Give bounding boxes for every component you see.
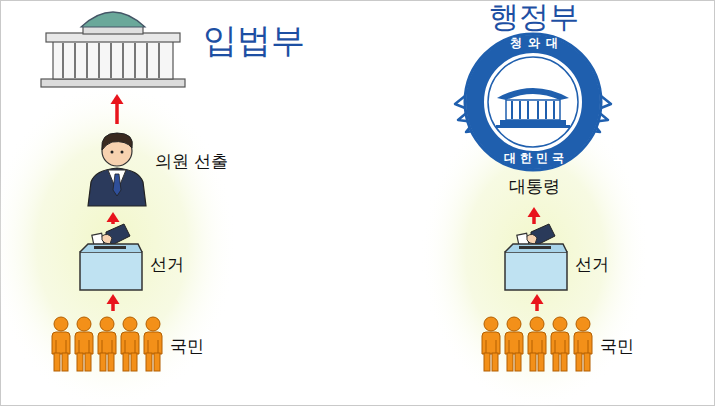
arrow-line xyxy=(535,302,539,311)
branch-title: 입법부 xyxy=(203,21,305,60)
arrow-head xyxy=(111,94,124,104)
arrow-head xyxy=(107,294,120,304)
arrow-line xyxy=(111,220,115,224)
node-label: 의원 선출 xyxy=(155,152,228,172)
node-label: 선거 xyxy=(150,255,184,275)
citizens-node: 국민 xyxy=(478,315,653,373)
node-label: 국민 xyxy=(170,337,204,357)
arrow-head xyxy=(531,294,544,304)
arrow-line xyxy=(532,215,536,224)
seal-text: 청와대 xyxy=(510,37,564,51)
node-label: 국민 xyxy=(600,337,634,357)
arrow-head xyxy=(528,207,541,217)
node-label: 대통령 xyxy=(509,177,560,197)
node-label: 선거 xyxy=(575,255,609,275)
executive-node: 행정부청와대대한민국대통령 xyxy=(450,0,616,203)
arrow-line xyxy=(115,102,119,124)
arrow-line xyxy=(111,302,115,311)
representative-node: 의원 선출 xyxy=(80,128,232,208)
citizens-node: 국민 xyxy=(48,315,218,373)
seal-text: 대한민국 xyxy=(504,152,568,166)
election-node: 선거 xyxy=(78,228,188,290)
branch-title: 행정부 xyxy=(489,0,579,35)
election-node: 선거 xyxy=(503,228,613,290)
assembly-node: 입법부 xyxy=(38,5,309,90)
arrow-head xyxy=(107,212,120,222)
